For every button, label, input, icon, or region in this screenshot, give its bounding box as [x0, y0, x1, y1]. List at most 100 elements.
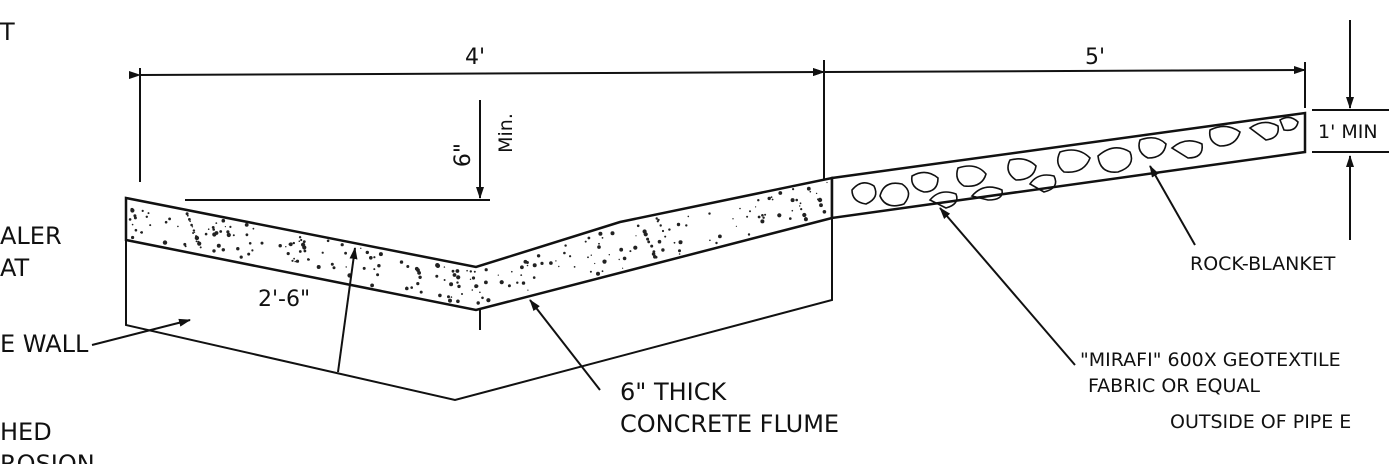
concrete-speckle	[292, 241, 295, 245]
concrete-speckle	[536, 254, 541, 258]
concrete-speckle	[475, 284, 479, 288]
concrete-speckle	[526, 264, 529, 267]
concrete-speckle	[647, 240, 651, 244]
concrete-speckle	[636, 224, 640, 228]
concrete-speckle	[452, 273, 457, 277]
concrete-speckle	[278, 244, 282, 248]
concrete-speckle	[443, 266, 446, 268]
concrete-speckle	[760, 219, 765, 224]
concrete-speckle	[584, 240, 587, 243]
concrete-speckle	[678, 253, 681, 255]
concrete-speckle	[369, 255, 373, 260]
rock-blanket	[830, 111, 1307, 220]
concrete-speckle	[802, 212, 807, 218]
concrete-speckle	[245, 233, 249, 237]
concrete-speckle	[678, 240, 683, 245]
rock-thickness-label: 1' MIN	[1318, 121, 1378, 143]
concrete-speckle	[438, 293, 442, 298]
concrete-speckle	[633, 245, 638, 250]
flume-label-line1: 6" THICK	[620, 378, 727, 406]
concrete-speckle	[456, 275, 461, 280]
concrete-speckle	[131, 223, 134, 226]
concrete-speckle	[197, 241, 202, 246]
concrete-speckle	[676, 222, 681, 227]
concrete-speckle	[601, 270, 604, 273]
concrete-speckle	[455, 269, 460, 273]
dimension-rock-width: 5'	[812, 45, 1306, 108]
concrete-speckle	[302, 240, 306, 244]
concrete-speckle	[164, 220, 168, 224]
concrete-speckle	[822, 210, 827, 214]
concrete-speckle	[207, 228, 210, 230]
concrete-speckle	[416, 282, 420, 286]
concrete-speckle	[594, 262, 596, 265]
concrete-speckle	[177, 225, 179, 228]
concrete-speckle	[820, 205, 823, 207]
concrete-speckle	[141, 209, 144, 212]
concrete-speckle	[661, 248, 665, 252]
concrete-speckle	[303, 249, 307, 253]
concrete-speckle	[709, 239, 711, 242]
concrete-speckle	[406, 265, 410, 268]
concrete-speckle	[199, 246, 202, 249]
concrete-speckle	[563, 251, 566, 255]
concrete-speckle	[140, 231, 142, 233]
concrete-speckle	[140, 231, 143, 234]
concrete-speckle	[365, 250, 369, 255]
concrete-speckle	[188, 218, 191, 221]
partial-label-sealer: ALER	[0, 222, 62, 250]
concrete-speckle	[569, 255, 572, 258]
concrete-speckle	[294, 260, 297, 263]
concrete-speckle	[162, 240, 168, 245]
concrete-speckle	[746, 215, 749, 218]
concrete-speckle	[239, 255, 243, 259]
partial-label-wall: E WALL	[0, 330, 89, 358]
concrete-speckle	[656, 220, 659, 223]
concrete-speckle	[184, 245, 187, 248]
concrete-speckle	[653, 254, 657, 259]
concrete-speckle	[298, 240, 301, 242]
concrete-speckle	[643, 232, 648, 237]
concrete-speckle	[448, 298, 452, 303]
concrete-speckle	[673, 241, 676, 244]
concrete-speckle	[195, 240, 198, 243]
concrete-speckle	[664, 235, 667, 238]
concrete-speckle	[219, 230, 223, 233]
concrete-speckle	[657, 239, 662, 244]
concrete-speckle	[747, 233, 751, 236]
concrete-speckle	[204, 232, 208, 236]
concrete-speckle	[549, 261, 553, 265]
concrete-speckle	[226, 232, 231, 238]
flume-label-line2: CONCRETE FLUME	[620, 410, 839, 438]
concrete-speckle	[481, 296, 484, 300]
concrete-speckle	[293, 257, 295, 260]
concrete-speckle	[295, 259, 300, 263]
concrete-speckle	[285, 246, 287, 248]
concrete-speckle	[587, 236, 591, 240]
concrete-speckle	[168, 217, 172, 221]
concrete-speckle	[145, 215, 148, 218]
concrete-speckle	[471, 289, 474, 291]
concrete-speckle	[651, 252, 656, 256]
concrete-speckle	[804, 217, 807, 219]
concrete-speckle	[186, 214, 189, 217]
concrete-speckle	[190, 223, 193, 227]
leader-lines	[91, 165, 1196, 391]
concrete-speckle	[345, 266, 347, 268]
concrete-speckle	[216, 243, 221, 248]
concrete-speckle	[715, 241, 718, 245]
concrete-speckle	[251, 249, 254, 252]
concrete-speckle	[473, 270, 476, 273]
concrete-speckle	[499, 280, 504, 285]
concrete-speckle	[790, 198, 795, 203]
concrete-speckle	[476, 301, 480, 305]
concrete-speckle	[564, 244, 567, 247]
concrete-speckle	[326, 239, 330, 243]
geotextile-label-line1: "MIRAFI" 600X GEOTEXTILE	[1080, 349, 1341, 371]
concrete-speckle	[601, 237, 604, 239]
concrete-speckle	[596, 271, 600, 276]
concrete-speckle	[212, 249, 216, 253]
concrete-speckle	[399, 260, 404, 264]
concrete-speckle	[602, 259, 607, 264]
